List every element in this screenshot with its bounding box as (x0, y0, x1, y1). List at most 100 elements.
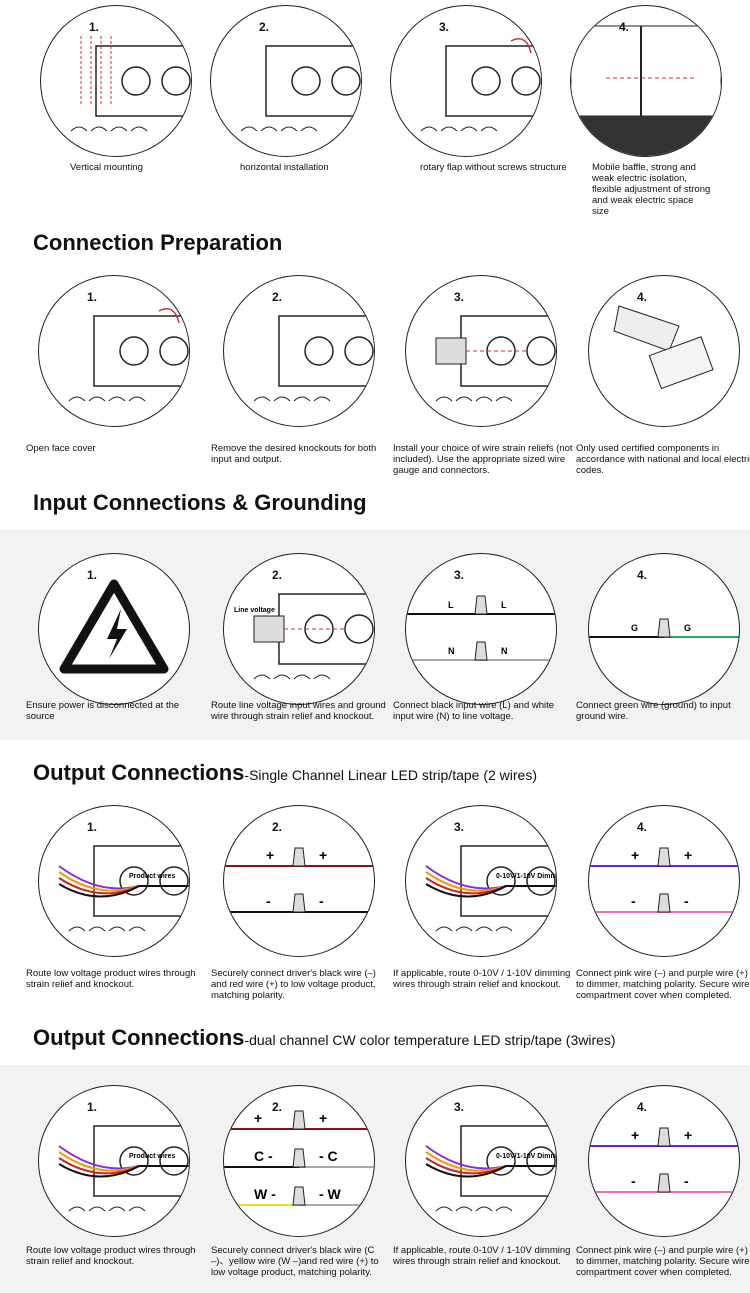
step-diagram (571, 25, 721, 156)
section-title-main: Connection Preparation (33, 230, 283, 255)
step-number: 1. (87, 290, 98, 304)
wire-label-left: + (631, 847, 639, 863)
lever-connector (648, 336, 714, 390)
step-caption: Install your choice of wire strain relie… (393, 443, 573, 476)
junction-box (265, 45, 361, 117)
wire-nut-icon (657, 847, 671, 867)
wire-nut-icon (292, 1148, 306, 1168)
step-diagram: Product wires (58, 845, 189, 932)
rotate-arrow-icon (158, 308, 180, 324)
wire-label-right: + (319, 1110, 327, 1126)
strain-relief (435, 337, 467, 365)
mounting-bracket (240, 126, 258, 132)
junction-box (445, 45, 541, 117)
wire-label-left: G (631, 623, 638, 633)
knockout (119, 866, 149, 896)
step-caption: Connect pink wire (–) and purple wire (+… (576, 968, 750, 1001)
wire-nut-icon (657, 1127, 671, 1147)
wire-nut-icon (292, 1186, 306, 1206)
mounting-bracket (253, 396, 271, 402)
junction-box (278, 315, 374, 387)
step-caption: Open face cover (26, 443, 96, 454)
step-caption: Route line voltage input wires and groun… (211, 700, 386, 722)
section-title: Input Connections & Grounding (33, 490, 367, 516)
wire-label-left: + (254, 1110, 262, 1126)
wire-label-left: - (266, 893, 271, 909)
wire-label-right: L (501, 600, 507, 610)
mounting-bracket (300, 126, 318, 132)
step-caption: Connect green wire (ground) to input gro… (576, 700, 731, 722)
step-illustration: 4. (588, 275, 740, 427)
step-illustration: 3.0-10V/1-10V Dimming (405, 805, 557, 957)
step-caption: Route low voltage product wires through … (26, 968, 196, 990)
step-diagram: 0-10V/1-10V Dimming (425, 1125, 556, 1212)
step-number: 4. (637, 290, 648, 304)
step-illustration: 1.Product wires (38, 1085, 190, 1237)
step-number: 4. (637, 820, 648, 834)
step-illustration: 3.0-10V/1-10V Dimming (405, 1085, 557, 1237)
step-number: 3. (454, 568, 465, 582)
mounting-bracket (108, 1206, 126, 1212)
step-illustration: 1. (38, 275, 190, 427)
mounting-bracket (293, 674, 311, 680)
wire-label-left: + (631, 1127, 639, 1143)
wire-label-right: G (684, 623, 691, 633)
mounting-bracket (108, 926, 126, 932)
wire-label-right: - (319, 893, 324, 909)
knockout (161, 66, 191, 96)
wire-label: 0-10V/1-10V Dimming (496, 1153, 556, 1160)
knockout (119, 1146, 149, 1176)
step-number: 2. (272, 1100, 283, 1114)
section-subtitle: -Single Channel Linear LED strip/tape (2… (244, 767, 538, 783)
mounting-bracket (435, 926, 453, 932)
knockout (526, 866, 556, 896)
step-illustration: 4.++-- (588, 1085, 740, 1237)
knockout (471, 66, 501, 96)
knockout (486, 866, 516, 896)
mounting-bracket (293, 396, 311, 402)
step-number: 1. (89, 20, 100, 34)
step-caption: Connect black input wire (L) and white i… (393, 700, 555, 722)
step-illustration: 1. (40, 5, 192, 157)
wire-nut-icon (292, 847, 306, 867)
section-title: Connection Preparation (33, 230, 282, 256)
step-caption: Vertical mounting (70, 162, 143, 173)
junction-box (95, 45, 191, 117)
step-caption: Securely connect driver's black wire (–)… (211, 968, 376, 1001)
step-diagram: Product wires (58, 1125, 189, 1212)
wire-nut (613, 305, 680, 352)
step-diagram (613, 305, 714, 390)
base (571, 116, 721, 156)
wire-nut-icon (292, 893, 306, 913)
wire-label-right: + (684, 1127, 692, 1143)
step-caption: Ensure power is disconnected at the sour… (26, 700, 180, 722)
step-illustration: 2. (210, 5, 362, 157)
mounting-bracket (495, 396, 513, 402)
section-title-main: Output Connections (33, 1025, 245, 1050)
wire-nut-icon (657, 893, 671, 913)
knockout (291, 66, 321, 96)
knockout (304, 336, 334, 366)
mounting-bracket (70, 126, 88, 132)
step-caption: If applicable, route 0-10V / 1-10V dimmi… (393, 1245, 571, 1267)
mounting-bracket (128, 1206, 146, 1212)
step-diagram (68, 308, 189, 402)
junction-box (93, 315, 189, 387)
knockout (159, 336, 189, 366)
wire-nut-icon (474, 595, 488, 615)
step-illustration: 4.++-- (588, 805, 740, 957)
step-caption: Connect pink wire (–) and purple wire (+… (576, 1245, 750, 1278)
step-number: 2. (272, 290, 283, 304)
wire-label-left: W - (254, 1186, 276, 1202)
wire-label-right: - (684, 1173, 689, 1189)
mounting-bracket (440, 126, 458, 132)
step-diagram: ++-- (589, 847, 739, 913)
wire-label-left: - (631, 893, 636, 909)
step-caption: horizontal installation (240, 162, 329, 173)
step-diagram (253, 315, 374, 402)
knockout (526, 1146, 556, 1176)
mounting-bracket (110, 126, 128, 132)
